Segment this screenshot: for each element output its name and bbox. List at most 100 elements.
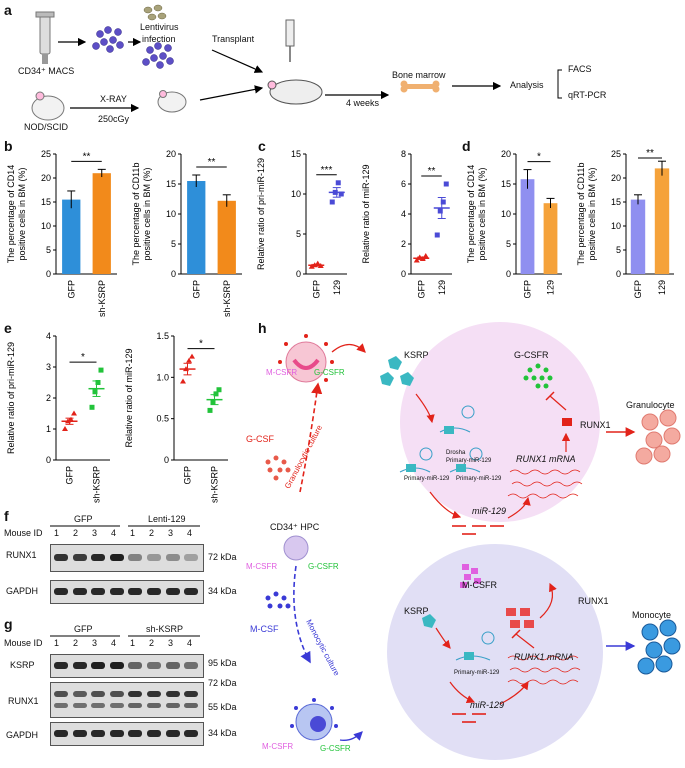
y-tick-label: 15 <box>501 179 511 189</box>
g-csf-dots <box>265 455 291 481</box>
monocyte-pathway-circle <box>387 544 603 760</box>
blot-band <box>147 691 161 697</box>
bar <box>520 179 535 274</box>
g-csfr-dots <box>523 363 553 389</box>
y-tick-label: 0 <box>401 269 406 279</box>
y-tick-label: 8 <box>401 149 406 159</box>
blot-g-row3: GAPDH <box>6 730 39 740</box>
lane-number: 3 <box>92 638 98 648</box>
h-runx1-mrna-top: RUNX1 mRNA <box>516 454 576 464</box>
cd34-label: CD34⁺ MACS <box>18 66 75 76</box>
infection-label: infection <box>142 34 176 44</box>
lane-number: 3 <box>168 528 174 538</box>
y-tick-label: 1.0 <box>156 372 169 382</box>
y-tick-label: 10 <box>41 221 51 231</box>
h-primary-2: Primary-miR-129 <box>404 476 450 482</box>
blot-band <box>54 730 68 737</box>
bar <box>543 203 558 274</box>
facs-label: FACS <box>568 64 592 74</box>
y-axis-label: Relative ratio of miR-129 <box>361 164 371 263</box>
y-tick-label: 0 <box>506 269 511 279</box>
y-tick-label: 1.5 <box>156 331 169 341</box>
blot-g-gapdh-strip <box>50 722 204 746</box>
runx1-top-icon <box>562 418 572 426</box>
y-tick-label: 0.5 <box>156 414 169 424</box>
significance-label: ** <box>83 151 91 162</box>
category-label: GFP <box>66 280 76 299</box>
hpc-cell <box>283 535 309 561</box>
y-tick-label: 0 <box>46 269 51 279</box>
h-mir129-top: miR-129 <box>472 506 507 516</box>
panel-label-c: c <box>258 138 266 154</box>
lentivirus-icon <box>143 4 167 21</box>
category-label: sh-KSRP <box>92 466 102 503</box>
blot-f-row2: GAPDH <box>6 586 39 596</box>
blot-band <box>109 662 124 669</box>
lane-number: 3 <box>92 528 98 538</box>
lentivirus-label: Lentivirus <box>140 22 179 32</box>
runx1-mrna-top <box>507 469 583 499</box>
y-axis-label: positive cells in BM (%) <box>477 167 487 260</box>
blot-band <box>165 691 180 697</box>
blot-g-row1: KSRP <box>10 660 35 670</box>
y-tick-label: 3 <box>46 362 51 372</box>
panel-label-g: g <box>4 616 13 632</box>
data-point <box>62 426 68 431</box>
h-runx1-mrna-bottom: RUNX1 mRNA <box>514 652 574 662</box>
receptor-cell-bottom <box>290 698 338 741</box>
lane-number: 4 <box>111 638 117 648</box>
blot-f-kda1: 72 kDa <box>208 552 237 562</box>
data-point <box>186 357 192 363</box>
blot-band <box>72 554 87 561</box>
data-point <box>338 191 344 197</box>
monocyte-cells <box>637 619 681 675</box>
y-axis-label: Relative ratio of pri-miR-129 <box>256 158 266 270</box>
y-axis-label: The percentage of CD14 <box>466 165 476 264</box>
blot-band <box>72 703 87 708</box>
y-tick-label: 5 <box>506 239 511 249</box>
y-tick-label: 4 <box>401 209 406 219</box>
h-runx1-bottom: RUNX1 <box>578 596 609 606</box>
y-tick-label: 10 <box>166 209 176 219</box>
category-label: GFP <box>183 466 193 485</box>
significance-label: ** <box>646 148 654 159</box>
panel-label-a: a <box>4 2 12 18</box>
h-primary-1: Primary-miR-129 <box>446 458 492 464</box>
panel-a-workflow <box>31 4 562 121</box>
h-gcsfr-label: G-CSFR <box>514 350 549 360</box>
y-tick-label: 2 <box>401 239 406 249</box>
lane-number: 2 <box>73 638 79 648</box>
blot-f-mouse: Mouse ID <box>4 528 43 538</box>
y-tick-label: 0 <box>616 269 621 279</box>
blot-band <box>165 588 180 595</box>
data-point <box>434 232 440 238</box>
y-tick-label: 6 <box>401 179 406 189</box>
data-point <box>329 199 335 205</box>
transplant-label: Transplant <box>212 34 255 44</box>
blot-band <box>128 662 143 669</box>
category-label: GFP <box>523 280 533 299</box>
y-tick-label: 15 <box>291 149 301 159</box>
bar <box>654 168 670 274</box>
category-label: GFP <box>633 280 643 299</box>
blot-band <box>165 554 180 561</box>
blot-band <box>147 588 161 595</box>
y-tick-label: 4 <box>46 331 51 341</box>
category-label: GFP <box>65 466 75 485</box>
blot-g-group1: GFP <box>74 624 93 634</box>
y-axis-label: The percentage of CD11b <box>131 163 141 266</box>
blot-band <box>184 691 199 697</box>
h-mcsfr-mid: M-CSFR <box>246 562 278 571</box>
blot-g-kda1: 95 kDa <box>208 658 237 668</box>
h-ksrp-bottom: KSRP <box>404 606 429 616</box>
data-point <box>216 387 222 393</box>
m-csf-dots <box>265 591 291 609</box>
y-tick-label: 0 <box>46 455 51 465</box>
blot-band <box>165 662 180 669</box>
y-tick-label: 0 <box>171 269 176 279</box>
weeks-label: 4 weeks <box>346 98 380 108</box>
